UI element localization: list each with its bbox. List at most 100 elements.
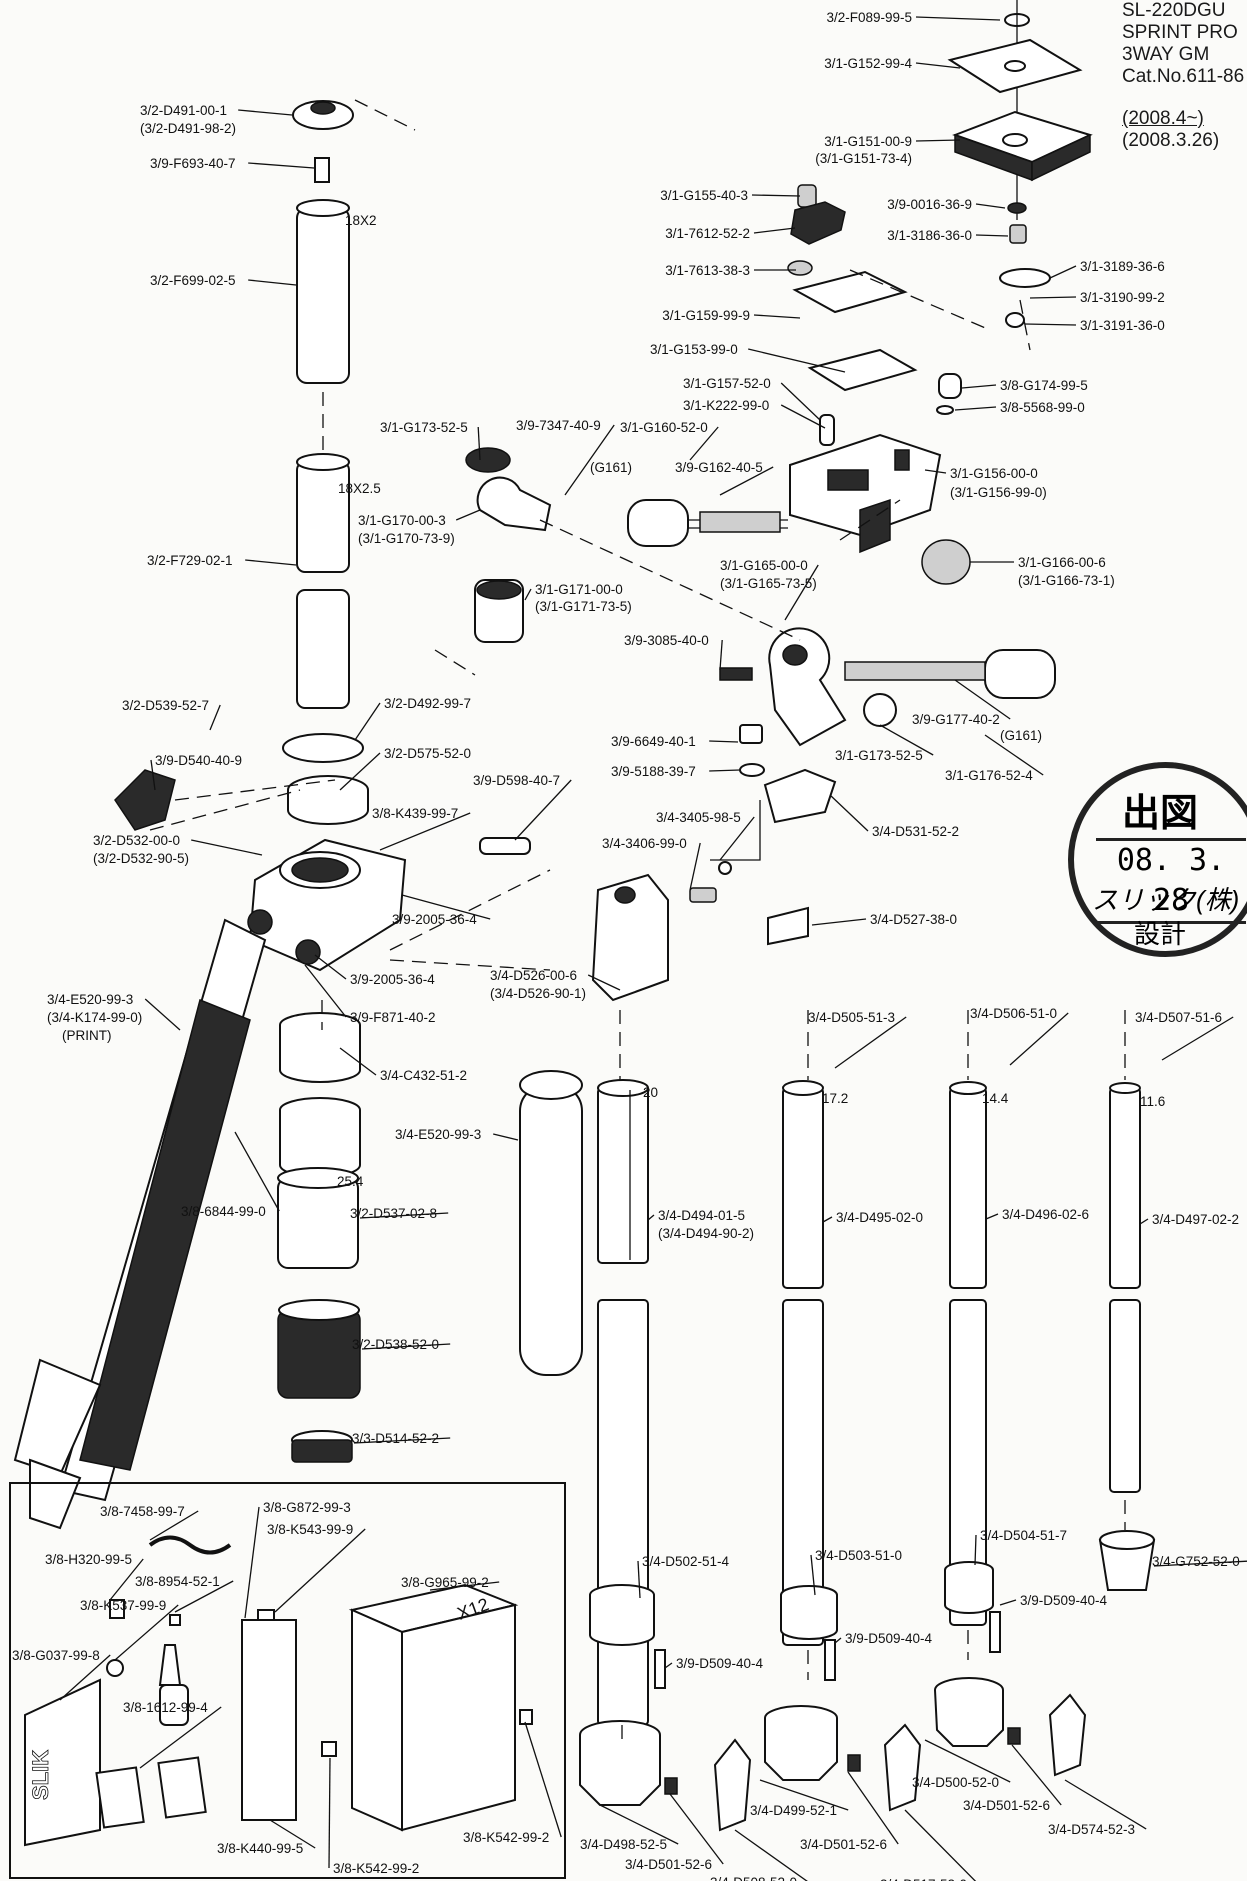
- part-label-p88: 3/4-D508-52-0: [710, 1875, 797, 1881]
- lever-part: [999, 268, 1051, 288]
- leader-line-p100: [269, 1819, 316, 1849]
- part-label-p84: 3/4-D500-52-0: [912, 1775, 999, 1790]
- leader-line-p77: [974, 1534, 977, 1566]
- tilt-body-part: [768, 627, 847, 747]
- part-label-p21: (G161): [590, 460, 632, 475]
- leader-line-p19: [564, 424, 615, 496]
- leader-line-p23: [924, 469, 947, 474]
- leader-line-p79: [664, 1662, 673, 1669]
- clamp-sleeve-2-part: [780, 1585, 838, 1640]
- leader-line-p14: [780, 382, 821, 421]
- part-label-p64: 3/4-D505-51-3: [808, 1010, 895, 1025]
- part-label-p02: 3/1-G152-99-4: [824, 56, 912, 71]
- part-label-p77: 3/4-D504-51-7: [980, 1528, 1067, 1543]
- leg-left-group: [13, 918, 267, 1530]
- leader-line-p33: [238, 109, 293, 116]
- leg-top-joint-part: [591, 873, 669, 1002]
- leader-line-p74: [1139, 1218, 1149, 1225]
- leader-line-p57: [709, 740, 739, 743]
- leader-line-p24: [455, 509, 481, 521]
- part-label-p56: 3/3-D514-52-2: [352, 1431, 439, 1446]
- part-label-p94: 3/8-H320-99-5: [45, 1552, 132, 1567]
- leader-line-p92: [244, 1506, 260, 1619]
- part-label-p10: 3/1-3190-99-2: [1080, 290, 1165, 305]
- assembly-lines-group: [149, 99, 1126, 1745]
- part-label-p41: 3/9-D540-40-9: [155, 753, 242, 768]
- part-label-p26b: (3/1-G165-73-5): [720, 576, 817, 591]
- part-label-p25: 3/1-G171-00-0: [535, 582, 623, 597]
- part-labels: 3/2-F089-99-53/1-G152-99-43/1-G151-00-9(…: [12, 10, 1240, 1881]
- leader-line-p02: [915, 62, 961, 69]
- part-label-p24: 3/1-G170-00-3: [358, 513, 446, 528]
- leader-line-p34: [248, 162, 315, 169]
- part-label-p54: 3/2-D537-02-8: [350, 1206, 437, 1221]
- leader-line-p87: [1011, 1744, 1062, 1806]
- leader-line-p05: [975, 203, 1006, 209]
- part-label-p46: 3/9-2005-36-4: [392, 912, 477, 927]
- part-label-p98: 3/8-G037-99-8: [12, 1648, 100, 1663]
- handle-grip-lower-part: [984, 649, 1056, 699]
- collar-part: [279, 1012, 361, 1083]
- leader-line-p60: [829, 794, 869, 832]
- leader-line-p55: [361, 1343, 451, 1350]
- part-label-p45: 3/2-D532-00-0: [93, 833, 180, 848]
- part-label-p03b: (3/1-G151-73-4): [815, 151, 912, 166]
- part-label-p23: 3/1-G156-00-0: [950, 466, 1038, 481]
- leader-line-p76: [810, 1554, 816, 1596]
- lever-clamp-1-part: [579, 1720, 661, 1806]
- top-cap-part: [292, 100, 354, 130]
- accessories-box: [9, 1482, 566, 1879]
- leader-line-p54: [359, 1212, 449, 1219]
- part-label-p03: 3/1-G151-00-9: [824, 134, 912, 149]
- leader-line-p73: [985, 1213, 999, 1220]
- part-label-p49: 3/4-E520-99-3: [47, 992, 133, 1007]
- lever-cam-part: [763, 768, 837, 824]
- part-label-p97: 3/8-K537-99-9: [80, 1598, 166, 1613]
- part-label-p27b: (3/1-G166-73-1): [1018, 573, 1115, 588]
- part-label-p13: 3/1-G153-99-0: [650, 342, 738, 357]
- leader-line-p86: [847, 1771, 899, 1845]
- cap-part: [938, 373, 962, 399]
- leader-line-p85: [669, 1793, 724, 1865]
- part-label-p69: 14.4: [982, 1091, 1009, 1106]
- leader-line-p49: [144, 998, 181, 1031]
- part-label-p28: 3/9-3085-40-0: [624, 633, 709, 648]
- part-label-p20: 3/1-G160-52-0: [620, 420, 708, 435]
- leader-line-p81: [999, 1599, 1017, 1606]
- part-label-p83: 3/4-D499-52-1: [750, 1803, 837, 1818]
- part-label-p71b: (3/4-D494-90-2): [658, 1226, 754, 1241]
- part-label-p42: 3/2-D575-52-0: [384, 746, 471, 761]
- leg-sections-group: [519, 1070, 1156, 1726]
- leader-line-p17: [954, 406, 997, 411]
- part-label-p04: 3/1-G155-40-3: [660, 188, 748, 203]
- center-column-group: [282, 100, 369, 825]
- part-label-p82: 3/4-D498-52-5: [580, 1837, 667, 1852]
- part-label-p61: 3/4-3406-99-0: [602, 836, 687, 851]
- screw-part: [739, 724, 763, 744]
- leader-line-p13: [748, 348, 846, 373]
- part-label-p79: 3/9-D509-40-4: [676, 1656, 764, 1671]
- leader-line-p40: [209, 704, 221, 731]
- part-label-p30: (G161): [1000, 728, 1042, 743]
- part-label-p11: 3/1-G159-99-9: [662, 308, 750, 323]
- leg-section-3-part: [949, 1087, 987, 1289]
- leader-line-p01: [915, 16, 1001, 21]
- leader-line-p42: [339, 752, 381, 791]
- revision-new: (2008.4~): [1122, 108, 1204, 129]
- part-label-p85: 3/4-D501-52-6: [625, 1857, 712, 1872]
- leader-line-p03: [915, 139, 961, 142]
- foam-grip-part: [519, 1084, 583, 1376]
- part-label-p63: 3/4-D526-00-6: [490, 968, 577, 983]
- part-label-p23b: (3/1-G156-99-0): [950, 485, 1047, 500]
- leader-line-p29: [954, 679, 1011, 720]
- part-label-p17: 3/8-5568-99-0: [1000, 400, 1085, 415]
- leader-line-p22: [719, 466, 774, 496]
- leader-line-p64: [834, 1016, 907, 1069]
- leader-line-p36: [248, 279, 297, 286]
- part-label-p92: 3/8-G872-99-3: [263, 1500, 351, 1515]
- part-label-p27: 3/1-G166-00-6: [1018, 555, 1106, 570]
- part-label-p34: 3/9-F693-40-7: [150, 156, 236, 171]
- head-clamp-group: [787, 184, 1051, 554]
